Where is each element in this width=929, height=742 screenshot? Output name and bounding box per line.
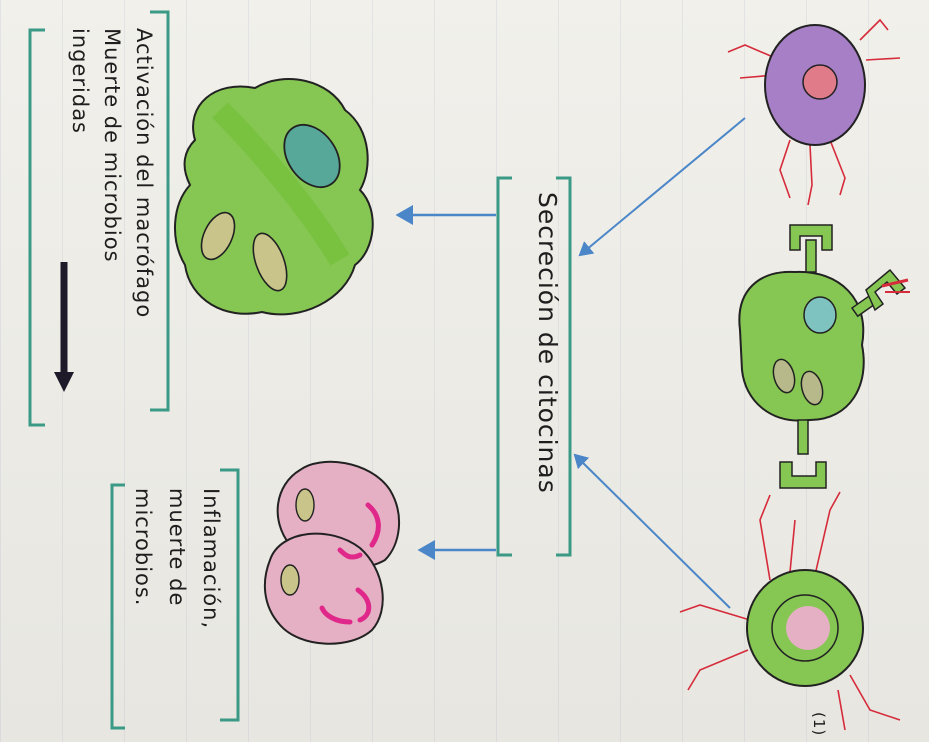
receptor-cell [739, 225, 910, 488]
cytokine-label: Secreción de citocinas [533, 192, 562, 494]
receptor-bottom [780, 420, 826, 488]
arrow-lymphocyte-to-cytokines [575, 455, 730, 608]
neutrophil-cells [265, 462, 399, 644]
inflammation-text-line: microbios. [126, 488, 160, 629]
inflammation-text-line: muerte de [160, 488, 194, 629]
neutrophil-granule [296, 489, 314, 521]
receptor-cell-body [739, 272, 863, 421]
neutrophil-granule [281, 565, 299, 595]
purple-cell-nucleus [803, 65, 837, 99]
macrophage-cell [175, 79, 373, 314]
lymphocyte-cell-nucleus [786, 606, 830, 650]
macrophage-text-line: Activación del macrófago [128, 28, 160, 318]
arrow-purple-to-cytokines [580, 118, 745, 255]
macrophage-text-line: Muerte de microbios [96, 28, 128, 318]
macrophage-text: Activación del macrófago Muerte de micro… [64, 28, 160, 318]
purple-cell [728, 20, 900, 205]
macrophage-text-line: ingeridas [64, 28, 96, 318]
receptor-cell-vacuole [804, 297, 836, 333]
lymphocyte-cell [680, 492, 900, 730]
inflammation-text: Inflamación, muerte de microbios. [126, 488, 228, 629]
inflammation-text-line: Inflamación, [194, 488, 228, 629]
corner-mark: (1) [810, 712, 828, 736]
receptor-side [852, 270, 910, 316]
receptor-top [790, 225, 832, 272]
